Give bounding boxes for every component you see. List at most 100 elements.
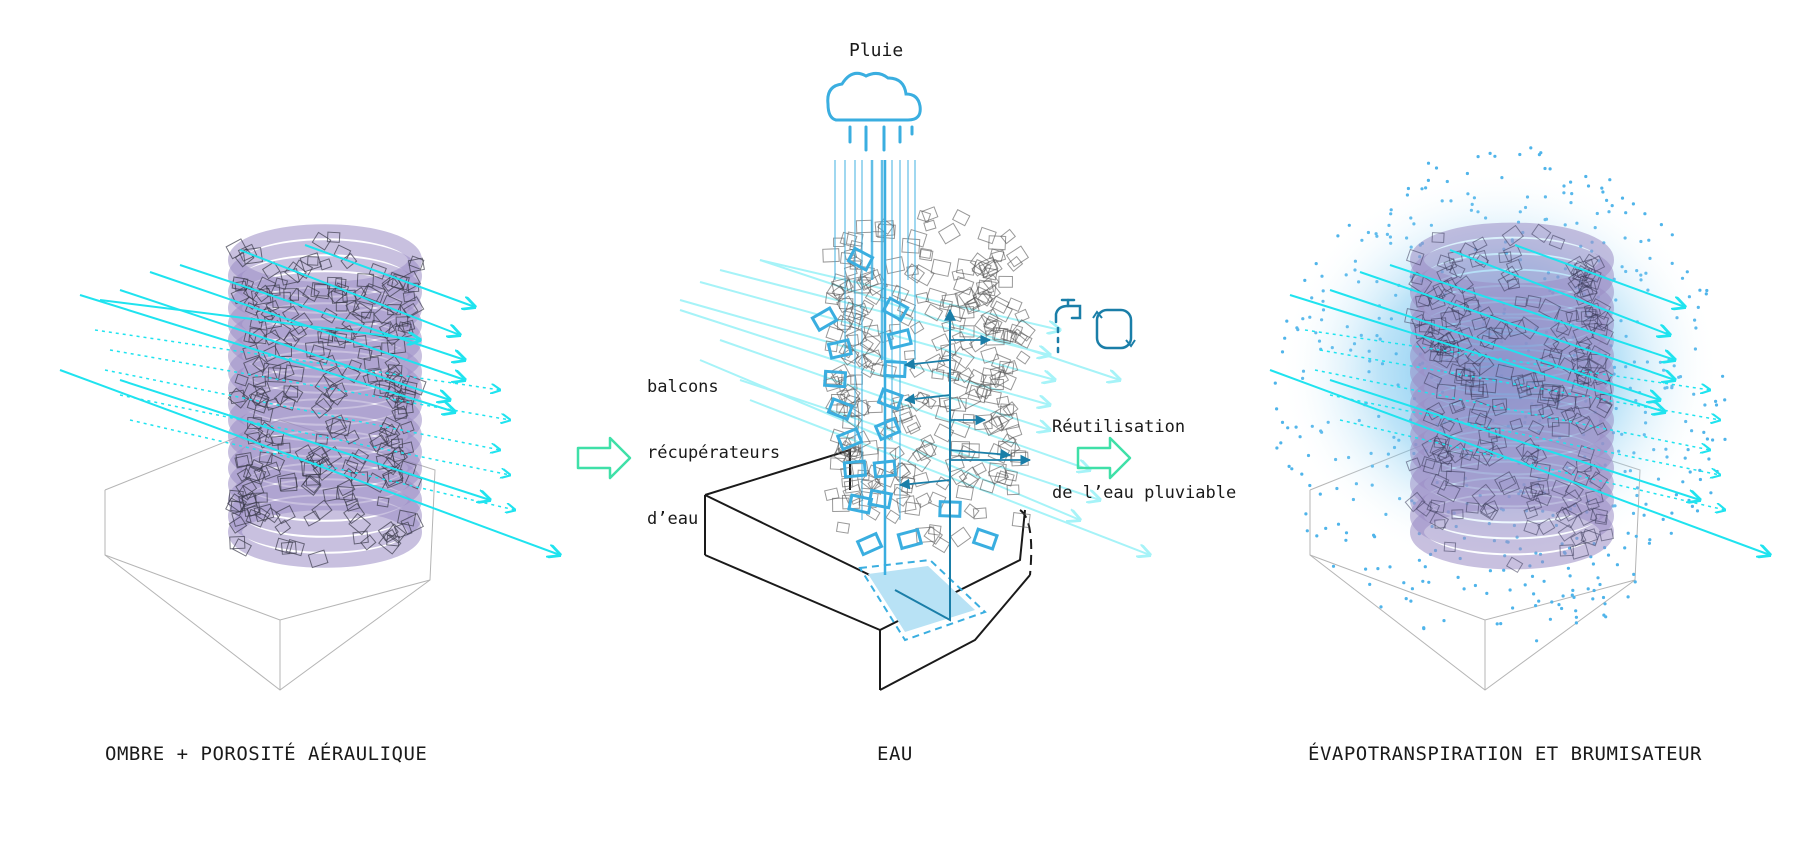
balcony-module bbox=[1469, 383, 1489, 401]
balcony-module bbox=[318, 258, 333, 271]
water-balcony bbox=[810, 306, 839, 333]
balcony-module bbox=[829, 457, 846, 471]
balcony-module bbox=[980, 367, 1002, 386]
riser-pipe bbox=[894, 308, 956, 622]
balcony-module bbox=[1559, 544, 1575, 557]
wind-arrow bbox=[739, 379, 1100, 500]
mist-dot bbox=[1336, 522, 1341, 526]
balcony-module bbox=[319, 328, 335, 342]
balcony-module bbox=[246, 393, 270, 414]
balcony-module bbox=[836, 295, 855, 314]
water-balcony bbox=[971, 527, 999, 551]
water-balcony bbox=[881, 296, 910, 323]
balcony-module bbox=[1471, 316, 1488, 331]
mist-dot bbox=[1421, 579, 1425, 583]
balcony-module bbox=[322, 366, 345, 388]
balcony-module bbox=[1471, 483, 1496, 508]
mist-dot bbox=[1324, 526, 1328, 531]
balcony-module bbox=[959, 325, 975, 338]
balcony-module bbox=[347, 359, 363, 373]
mist-dot bbox=[1300, 472, 1304, 476]
reuse-label-line-1: Réutilisation bbox=[1052, 417, 1186, 437]
wind-arrow bbox=[1304, 329, 1710, 390]
mist-dot bbox=[1705, 288, 1709, 293]
mist-dot bbox=[1534, 604, 1538, 608]
balcony-module bbox=[980, 346, 1000, 364]
balcony-module bbox=[1436, 479, 1461, 503]
balcony-module bbox=[1561, 502, 1583, 522]
balcony-module bbox=[1006, 255, 1024, 272]
balcony-module bbox=[329, 417, 352, 437]
balcony-module bbox=[1429, 511, 1450, 531]
mist-dot bbox=[1572, 595, 1576, 600]
mist-dot bbox=[1574, 609, 1578, 613]
mist-dot bbox=[1422, 627, 1426, 631]
balcony-module bbox=[990, 378, 1004, 391]
balcony-module bbox=[302, 474, 322, 494]
balcony-module bbox=[916, 209, 932, 223]
balcony-module bbox=[252, 355, 270, 373]
mist-dot bbox=[1626, 595, 1630, 599]
balcony-module bbox=[234, 373, 249, 387]
facade-ring bbox=[1410, 462, 1614, 538]
balcony-module bbox=[1440, 310, 1461, 328]
balcony-module bbox=[898, 411, 913, 424]
balcony-module bbox=[951, 209, 971, 227]
balcony-module bbox=[915, 442, 937, 462]
balcony-module bbox=[237, 243, 258, 262]
mist-dot bbox=[1601, 190, 1605, 194]
wind-arrow bbox=[759, 259, 1060, 330]
balcony-module bbox=[906, 228, 928, 248]
balcony-module bbox=[1576, 283, 1598, 305]
balcony-module bbox=[1432, 279, 1453, 299]
balcony-module bbox=[896, 462, 917, 480]
mist-dot bbox=[1603, 602, 1607, 606]
balcony-module bbox=[1577, 445, 1595, 461]
balcony-module bbox=[321, 445, 343, 467]
balcony-module bbox=[901, 237, 921, 254]
balcony-module bbox=[1425, 401, 1446, 421]
balcony-module bbox=[1546, 397, 1560, 409]
mist-dot bbox=[1704, 292, 1708, 296]
mist-dot bbox=[1402, 581, 1406, 585]
mist-dot bbox=[1570, 593, 1574, 597]
mist-dot bbox=[1586, 587, 1590, 591]
wind-arrow bbox=[119, 394, 510, 475]
balcony-module bbox=[953, 371, 972, 389]
balcony-module bbox=[1593, 369, 1611, 386]
balcony-module bbox=[1465, 502, 1480, 514]
mist-dot bbox=[1606, 553, 1611, 557]
mist-dot bbox=[1560, 606, 1564, 611]
balcony-module bbox=[1513, 373, 1537, 395]
balcony-module bbox=[906, 421, 921, 435]
balcony-module bbox=[1466, 348, 1486, 367]
balcony-module bbox=[343, 429, 360, 445]
mist-dot bbox=[1286, 426, 1290, 430]
balcony-module bbox=[931, 368, 945, 380]
balcony-module bbox=[265, 299, 280, 313]
mist-dot bbox=[1511, 606, 1515, 610]
balcony-module bbox=[977, 256, 999, 276]
mist-dot bbox=[1709, 491, 1713, 495]
balcony-module bbox=[230, 286, 250, 305]
wind-arrow bbox=[99, 299, 420, 340]
balcony-module bbox=[1435, 383, 1456, 401]
balcony-module bbox=[998, 360, 1015, 375]
balcony-module bbox=[326, 231, 341, 243]
mist-dot bbox=[1508, 588, 1512, 592]
balcony-module bbox=[915, 291, 930, 304]
balcony-module bbox=[967, 368, 987, 387]
mist-dot bbox=[1711, 438, 1715, 442]
balcony-module bbox=[839, 231, 858, 248]
mist-dot bbox=[1456, 575, 1460, 580]
balcony-module bbox=[230, 500, 245, 513]
mist-dot bbox=[1388, 565, 1392, 569]
balcony-module bbox=[1505, 556, 1524, 574]
mist-dot bbox=[1344, 538, 1348, 542]
mist-dot bbox=[1695, 509, 1700, 513]
balcony-module bbox=[980, 308, 999, 326]
balcony-module bbox=[265, 397, 280, 411]
balcony-module bbox=[1570, 531, 1587, 547]
balcony-module bbox=[830, 363, 851, 383]
balcony-module bbox=[1551, 479, 1570, 497]
